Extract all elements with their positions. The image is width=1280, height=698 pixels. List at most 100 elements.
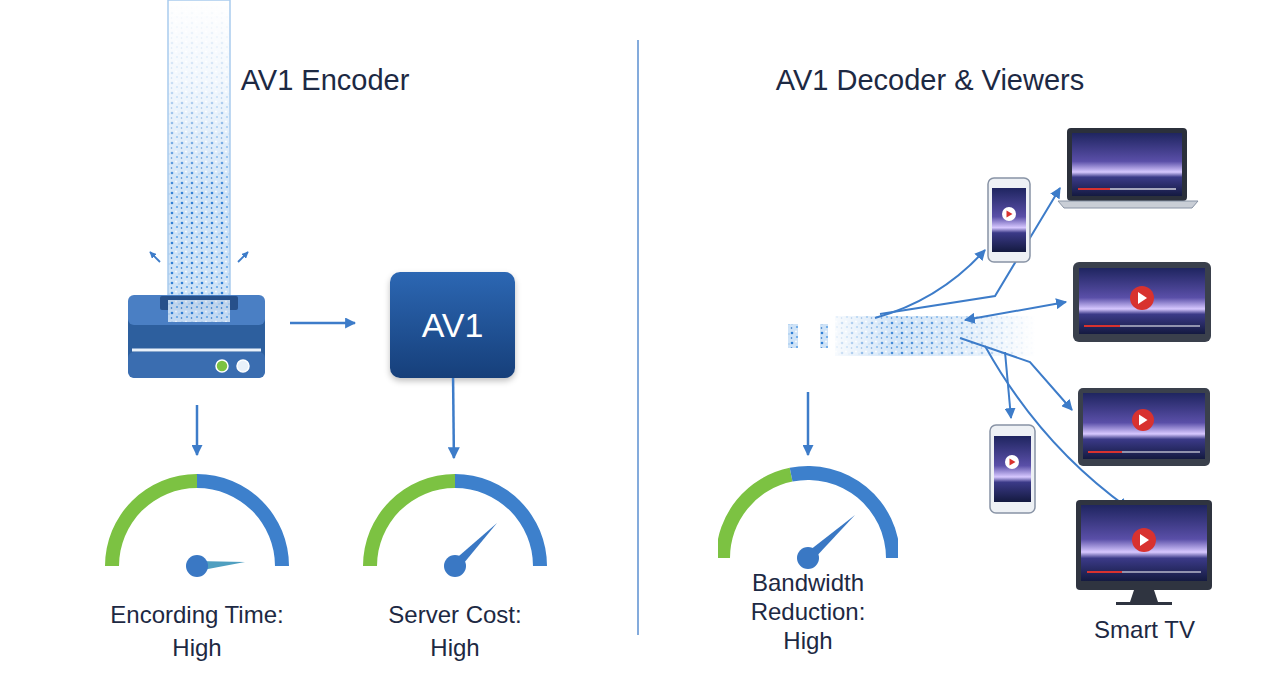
laptop-screen [1072,133,1182,196]
server-slot-fill [168,300,230,322]
tv-stand [1130,590,1158,602]
gauge-pivot [797,547,819,569]
server-led [216,360,228,372]
section-divider [637,40,639,635]
phone-device [988,178,1030,262]
gauge-pivot [444,555,466,577]
flow-arrow [960,338,1072,410]
smart-tv: Smart TV [1072,498,1217,646]
gauge-arc-green [363,474,455,566]
play-icon [1140,534,1149,546]
phone-screen [994,436,1031,502]
tv-bezel [1076,500,1212,590]
play-icon [1139,415,1148,426]
tablet-device [1073,262,1211,342]
column-fade [168,0,230,326]
column-outline [168,0,230,326]
phone-screen [992,188,1026,252]
progress-fill [1088,451,1122,453]
gauge-arc-green [105,474,197,566]
play-button [1132,409,1154,431]
laptop-base [1058,201,1198,208]
section-heading: AV1 Encoder [115,62,535,98]
flow-arrow [807,392,810,455]
monitor-device [1078,388,1210,466]
play-button [1005,455,1019,469]
gauge-group [363,474,547,577]
monitor-screen [1083,393,1205,459]
stream-packet [788,324,798,348]
section-heading: AV1 Decoder & Viewers [670,62,1190,98]
progress-bar [1078,188,1176,190]
stream-packet [820,324,828,348]
flow-arrow [452,378,455,458]
device-label: Smart TV [1072,616,1217,644]
gauge-label: Encording Time: High [102,598,292,664]
gauge-arc-blue [197,474,289,566]
flow-arrow [880,188,1060,314]
play-button [1132,528,1156,552]
laptop-bezel [1067,128,1187,201]
data-column [150,0,248,326]
flow-arrow [150,252,160,262]
laptop-device [1058,128,1198,208]
gauge-arc-green [718,468,793,558]
tv-screen [1081,505,1207,581]
server-stripe [132,349,261,352]
gauge-graphic [102,458,292,663]
phone-body [988,178,1030,262]
stream-band [835,316,1035,356]
gauge-dial: Server Cost: High [360,458,550,663]
codec-label: AV1 [422,305,484,345]
text-holder: AV1 [390,272,515,378]
tablet-screen [1079,268,1205,334]
server-led [237,360,249,372]
progress-bar [1084,325,1200,327]
text-holder: Bandwidth Reduction: High [743,568,873,655]
flow-arrow [238,252,248,262]
play-icon [1007,211,1013,218]
flow-arrow [965,302,1066,320]
progress-fill [1078,188,1110,190]
monitor-body [1078,388,1210,466]
gauge-dial: Bandwidth Reduction: High [718,458,898,658]
gauge-arc-blue [790,466,898,558]
play-icon [1138,292,1147,304]
text-holder: Server Cost: High [375,598,535,664]
gauge-graphic [360,458,550,663]
server-front [128,352,265,378]
progress-bar [1088,451,1200,453]
play-button [1002,207,1016,221]
connector-group [453,378,455,458]
gauge-label: Bandwidth Reduction: High [743,568,873,655]
server-top [128,295,265,325]
phone-device [990,425,1035,513]
play-button [1130,286,1154,310]
gauge-group [105,474,289,577]
stream-fade [835,316,1035,356]
column-particles [168,0,230,326]
gauge-label: Server Cost: High [375,598,535,664]
codec-box: AV1 [390,272,515,378]
tv-base [1116,602,1172,605]
text-holder: Encording Time: High [102,598,292,664]
progress-bar [1087,571,1201,573]
flow-arrow [290,322,355,325]
progress-fill [1084,325,1120,327]
server-icon [128,295,265,378]
progress-fill [1087,571,1122,573]
gauge-dial: Encording Time: High [102,458,292,663]
phone-body [990,425,1035,513]
tablet-body [1073,262,1211,342]
flow-arrow [875,250,985,318]
play-icon [1010,459,1016,466]
text-holder: Smart TV [1072,616,1217,644]
gauge-pivot [186,555,208,577]
gauge-group [718,466,898,569]
flow-arrow [196,405,199,455]
